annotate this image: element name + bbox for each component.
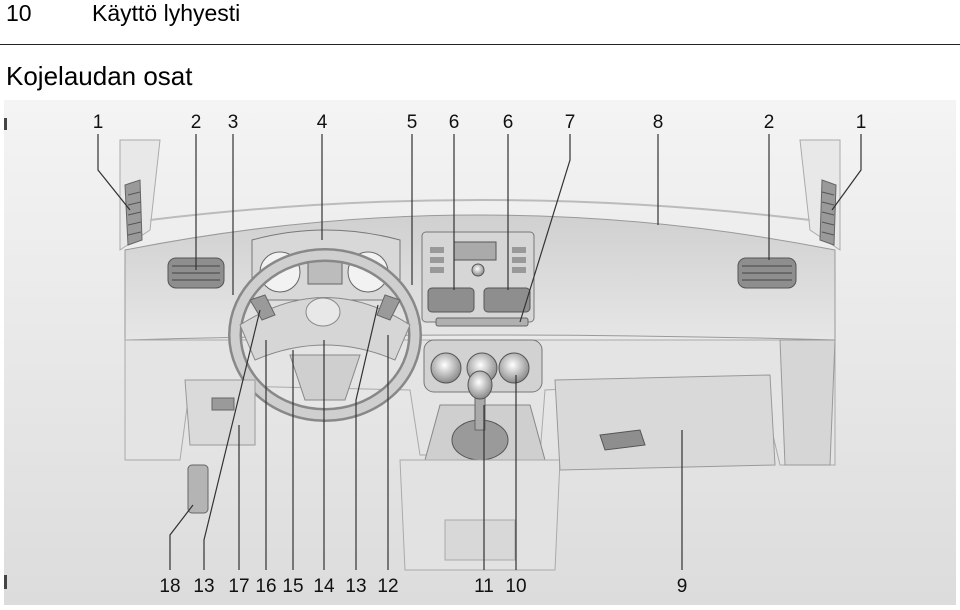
left-side-vent [124, 179, 143, 246]
callout-label: 1 [93, 112, 104, 133]
chapter-title: Käyttö lyhyesti [92, 0, 241, 26]
glovebox [554, 374, 776, 471]
callout-label: 7 [565, 112, 576, 133]
fuse-cover [184, 379, 256, 446]
header-rule [0, 44, 960, 45]
center-right-vent [483, 287, 531, 313]
top-leader-lines [97, 134, 862, 323]
steering-wheel [228, 248, 422, 422]
right-stalk [376, 294, 401, 321]
right-side-panel [779, 339, 836, 466]
callout-label: 12 [377, 576, 398, 597]
climate-knob-left [430, 352, 462, 384]
climate-knob-right [498, 352, 530, 384]
callout-label: 2 [191, 112, 202, 133]
callout-label: 1 [856, 112, 867, 133]
callout-label: 8 [653, 112, 664, 133]
info-display [307, 259, 343, 285]
callout-label: 2 [764, 112, 775, 133]
callout-label: 4 [317, 112, 328, 133]
callout-label: 17 [228, 576, 249, 597]
center-left-vent [427, 287, 475, 313]
callout-label: 5 [407, 112, 418, 133]
callout-label: 16 [255, 576, 276, 597]
page-number: 10 [6, 0, 32, 26]
radio-display [453, 241, 497, 261]
section-title: Kojelaudan osat [6, 61, 193, 91]
dashboard-drawing: 1 2 3 4 5 6 6 7 8 2 1 18 [4, 100, 956, 605]
callout-label: 11 [474, 576, 494, 597]
left-stalk [249, 294, 276, 321]
callout-label: 9 [677, 576, 688, 597]
bottom-callouts: 18 13 17 16 15 14 13 12 11 10 9 [159, 576, 687, 597]
callout-label: 3 [228, 112, 239, 133]
callout-label: 6 [503, 112, 514, 133]
lower-console [399, 459, 561, 571]
callout-label: 10 [505, 576, 526, 597]
callout-label: 13 [193, 576, 214, 597]
callout-label: 6 [449, 112, 460, 133]
radio-knob [471, 263, 485, 277]
switch-bar [435, 317, 529, 327]
glovebox-handle [599, 429, 646, 451]
page-header: 10 Käyttö lyhyesti [0, 0, 960, 46]
callout-label: 13 [345, 576, 366, 597]
callout-label: 18 [159, 576, 180, 597]
gear-knob [467, 370, 493, 400]
bonnet-release [187, 464, 209, 514]
right-side-vent [819, 179, 837, 246]
top-callouts: 1 2 3 4 5 6 6 7 8 2 1 [93, 112, 867, 133]
bottom-leader-lines [169, 304, 683, 570]
dashboard-illustration: 1 2 3 4 5 6 6 7 8 2 1 18 [0, 100, 960, 610]
callout-label: 14 [313, 576, 335, 597]
callout-label: 15 [282, 576, 303, 597]
